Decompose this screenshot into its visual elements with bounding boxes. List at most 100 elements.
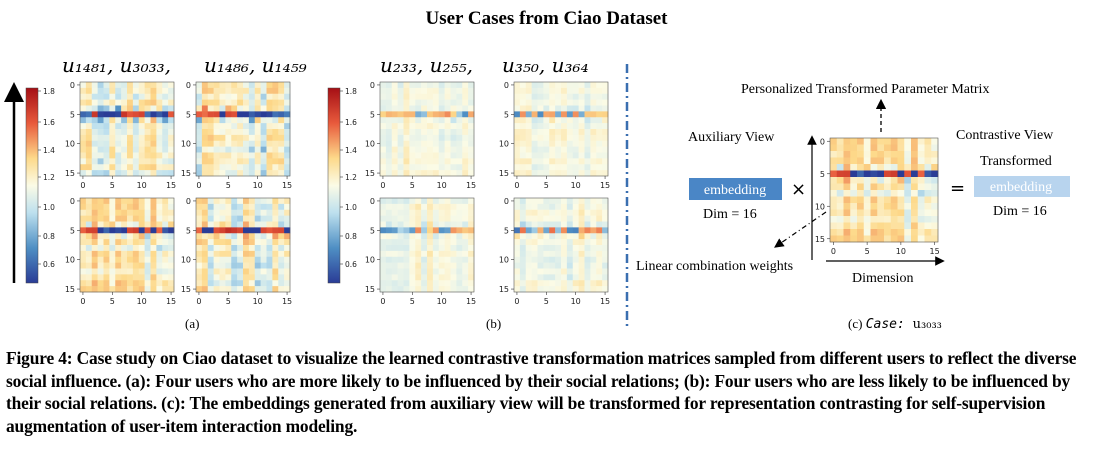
y-tick-label: 10 xyxy=(65,256,75,265)
x-tick-label: 0 xyxy=(514,181,519,190)
colorbar-tick-label: 1.0 xyxy=(43,203,55,212)
linear-weights-label: Linear combination weights xyxy=(636,259,793,274)
dimension-label: Dimension xyxy=(852,271,913,286)
x-tick-label: 15 xyxy=(466,297,476,306)
x-tick-label: 10 xyxy=(571,297,581,306)
x-tick-label: 0 xyxy=(196,297,201,306)
y-tick-label: 5 xyxy=(820,170,825,179)
x-tick-label: 5 xyxy=(544,181,549,190)
x-tick-label: 5 xyxy=(226,181,231,190)
contrastive-view-label: Contrastive View xyxy=(956,128,1054,143)
x-tick-label: 15 xyxy=(600,297,610,306)
y-tick-label: 10 xyxy=(815,202,825,211)
x-tick-label: 10 xyxy=(253,297,263,306)
y-tick-label: 0 xyxy=(820,137,825,146)
x-tick-label: 0 xyxy=(196,181,201,190)
y-tick-label: 0 xyxy=(504,197,509,206)
x-tick-label: 10 xyxy=(571,181,581,190)
y-tick-label: 0 xyxy=(186,197,191,206)
weights-dashed-arrow xyxy=(774,211,827,248)
y-tick-label: 5 xyxy=(70,110,75,119)
heatmap-u1459: 0 0 5 5 10 10 15 15 xyxy=(181,197,292,306)
colorbar-tick-label: 1.4 xyxy=(345,146,357,155)
x-tick-label: 0 xyxy=(380,297,385,306)
x-tick-label: 15 xyxy=(166,181,176,190)
x-tick-label: 10 xyxy=(137,297,147,306)
figure-caption: Figure 4: Case study on Ciao dataset to … xyxy=(6,348,1077,436)
y-tick-label: 15 xyxy=(499,169,509,178)
x-tick-label: 15 xyxy=(930,247,940,256)
y-tick-label: 15 xyxy=(65,169,75,178)
embedding-left-text: embedding xyxy=(704,183,766,198)
colorbar-tick-label: 1.2 xyxy=(345,173,357,182)
x-tick-label: 5 xyxy=(110,297,115,306)
y-tick-label: 15 xyxy=(65,285,75,294)
y-tick-label: 0 xyxy=(504,81,509,90)
x-tick-label: 10 xyxy=(137,181,147,190)
x-tick-label: 0 xyxy=(380,181,385,190)
case-caption-user: u₃₀₃₃ xyxy=(913,317,942,332)
case-caption-case: Case: xyxy=(866,317,913,332)
equals-sign: = xyxy=(950,178,965,199)
y-tick-label: 15 xyxy=(181,169,191,178)
colorbar-tick-label: 1.6 xyxy=(43,118,55,127)
x-tick-label: 5 xyxy=(544,297,549,306)
x-tick-label: 10 xyxy=(253,181,263,190)
colorbar-tick-label: 1.0 xyxy=(345,203,357,212)
x-tick-label: 5 xyxy=(110,181,115,190)
y-tick-label: 10 xyxy=(499,256,509,265)
transformed-label: Transformed xyxy=(980,154,1052,169)
x-tick-label: 5 xyxy=(410,181,415,190)
colorbar-tick-label: 0.6 xyxy=(43,260,55,269)
x-tick-label: 5 xyxy=(865,247,870,256)
colorbar-tick-label: 0.8 xyxy=(345,232,357,241)
y-tick-label: 0 xyxy=(370,197,375,206)
embedding-box-right xyxy=(974,176,1070,197)
x-tick-label: 0 xyxy=(80,181,85,190)
y-tick-label: 10 xyxy=(499,140,509,149)
x-tick-label: 10 xyxy=(437,297,447,306)
embedding-box-left xyxy=(689,178,782,200)
label-a: (a) xyxy=(185,316,199,331)
x-tick-label: 15 xyxy=(466,181,476,190)
colorbar-tick-label: 1.8 xyxy=(43,87,55,96)
y-tick-label: 10 xyxy=(365,140,375,149)
embedding-right-text: embedding xyxy=(990,180,1052,195)
y-tick-label: 5 xyxy=(370,226,375,235)
colorbar-b: 1.81.61.41.21.00.80.6 xyxy=(327,87,357,284)
y-tick-label: 0 xyxy=(186,81,191,90)
x-tick-label: 15 xyxy=(600,181,610,190)
users-a-left: u₁₄₈₁, u₃₀₃₃, xyxy=(62,53,171,77)
y-tick-label: 10 xyxy=(181,256,191,265)
y-tick-label: 5 xyxy=(70,226,75,235)
users-b-right: u₃₅₀, u₃₆₄ xyxy=(502,53,589,77)
x-tick-label: 0 xyxy=(831,247,836,256)
users-a-right: u₁₄₈₆, u₁₄₅₉ xyxy=(204,53,307,77)
colorbar-tick-label: 0.6 xyxy=(345,260,357,269)
colorbar-tick-label: 0.8 xyxy=(43,232,55,241)
y-tick-label: 5 xyxy=(186,110,191,119)
x-tick-label: 5 xyxy=(226,297,231,306)
colorbar-a: 1.81.61.41.21.00.80.6 xyxy=(25,87,55,284)
y-tick-label: 0 xyxy=(370,81,375,90)
colorbar-tick-label: 1.2 xyxy=(43,173,55,182)
figure-title: User Cases from Ciao Dataset xyxy=(425,8,668,29)
case-caption: (c) Case: u₃₀₃₃ xyxy=(848,316,942,332)
y-tick-label: 0 xyxy=(70,197,75,206)
y-tick-label: 15 xyxy=(815,235,825,244)
x-tick-label: 15 xyxy=(282,297,292,306)
y-tick-label: 15 xyxy=(181,285,191,294)
colorbar-tick-label: 1.6 xyxy=(345,118,357,127)
y-tick-label: 10 xyxy=(65,140,75,149)
x-tick-label: 15 xyxy=(282,181,292,190)
y-tick-label: 10 xyxy=(365,256,375,265)
y-tick-label: 5 xyxy=(186,226,191,235)
x-tick-label: 10 xyxy=(437,181,447,190)
